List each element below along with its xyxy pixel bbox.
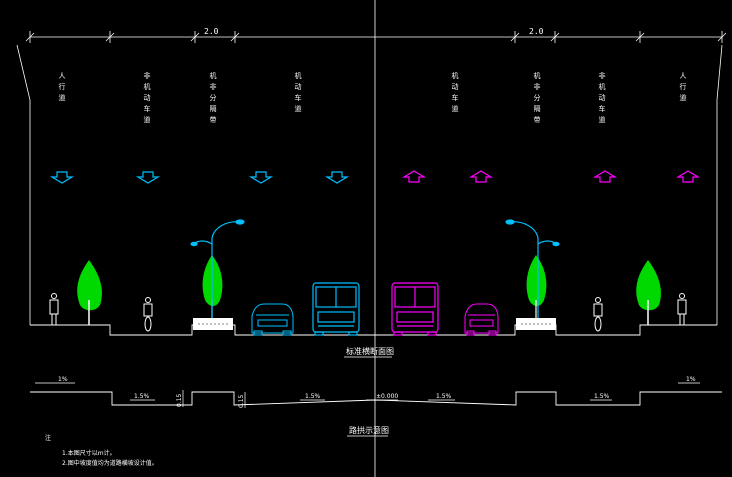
- right-pedestrian: [677, 293, 687, 325]
- arrow-down-3: [248, 171, 274, 184]
- right-cyclist: [593, 297, 603, 332]
- lane-label-8: 人行道: [680, 72, 687, 102]
- slope-height-1: 0.15: [176, 393, 183, 407]
- lane-label-4: 机动车道: [295, 71, 302, 113]
- section-outline: [16, 44, 723, 325]
- arrow-up-7: [592, 170, 618, 183]
- slope-center-elev: ±0.000: [376, 393, 398, 400]
- lane-label-2: 非机动车道: [144, 71, 151, 124]
- slope-label-3: 1.5%: [436, 393, 452, 400]
- top-dim-right-label: 2.0: [529, 27, 544, 36]
- left-bus: [312, 282, 360, 336]
- traffic-arrows: [49, 170, 701, 184]
- left-cyclist: [143, 297, 153, 332]
- arrow-up-6: [468, 170, 494, 183]
- left-pedestrian: [49, 293, 59, 325]
- lane-label-3: 机非分隔带: [210, 71, 217, 124]
- top-dim-left-label: 2.0: [204, 27, 219, 36]
- lane-label-1: 人行道: [59, 72, 66, 102]
- lane-label-7: 非机动车道: [599, 71, 606, 124]
- arrow-down-1: [49, 171, 75, 184]
- arrow-up-5: [401, 170, 427, 183]
- left-median-planter: [193, 318, 233, 330]
- slope-height-2: 0.15: [238, 394, 245, 408]
- slope-label-1: 1.5%: [134, 393, 150, 400]
- slope-right-outer: 1%: [686, 376, 696, 383]
- notes-title: 注: [45, 434, 51, 442]
- left-car: [251, 303, 294, 336]
- note-1: 1.本图尺寸以m计。: [62, 449, 116, 457]
- slope-label-2: 1.5%: [305, 393, 321, 400]
- slope-markers: [35, 382, 700, 408]
- arrow-down-2: [135, 171, 161, 184]
- right-median-tree: [526, 255, 547, 318]
- right-car: [464, 303, 499, 336]
- lane-label-5: 机动车道: [452, 71, 459, 113]
- section-caption: 标准横断面图: [346, 346, 394, 356]
- right-sidewalk-tree: [636, 260, 661, 325]
- lane-label-6: 机非分隔带: [534, 71, 541, 124]
- right-median-planter: [516, 318, 556, 330]
- slope-label-4: 1.5%: [594, 393, 610, 400]
- slope-caption: 路拱示意图: [349, 425, 389, 435]
- left-sidewalk-tree: [77, 260, 102, 325]
- right-bus: [391, 282, 439, 336]
- arrow-down-4: [324, 171, 350, 184]
- lane-labels: 人行道 非机动车道 机非分隔带 机动车道 机动车道 机非分隔带 非机动车道 人行道: [59, 71, 687, 124]
- ground-profile-line: [30, 324, 717, 336]
- right-street-lamp: [505, 219, 560, 318]
- slope-left-outer: 1%: [58, 376, 68, 383]
- arrow-up-8: [675, 170, 701, 183]
- top-dimension-line: [25, 31, 727, 43]
- left-street-lamp: [190, 219, 245, 318]
- note-2: 2.图中坡度值均为道路横坡设计值。: [62, 459, 158, 467]
